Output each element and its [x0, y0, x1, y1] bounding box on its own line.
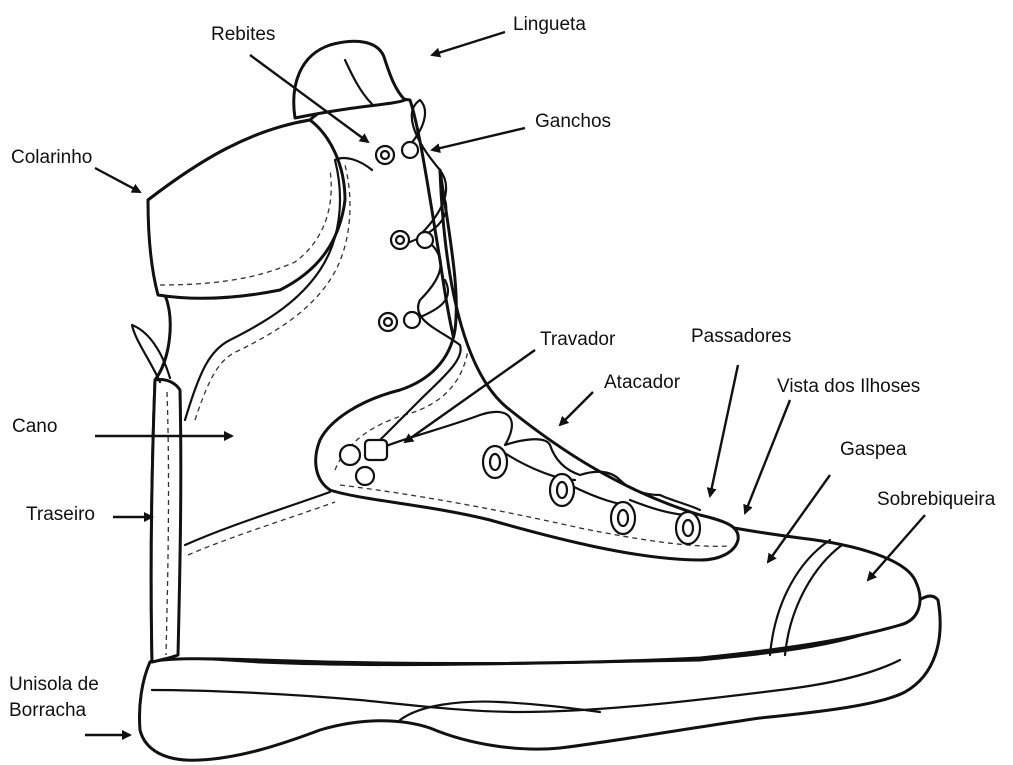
- hook-3b: [404, 312, 420, 328]
- label-ganchos: Ganchos: [535, 111, 611, 132]
- eyelet-4: [676, 512, 700, 544]
- eyelet-1: [483, 446, 507, 478]
- eyelet-2: [550, 474, 574, 506]
- label-sobrebiqueira: Sobrebiqueira: [877, 489, 996, 510]
- hook-2-rivet: [396, 236, 404, 244]
- arrow-lingueta: [432, 32, 505, 55]
- lock-hook: [340, 445, 360, 465]
- label-unisola-line2: Borracha: [9, 700, 87, 721]
- label-traseiro: Traseiro: [26, 504, 95, 525]
- hook-2b: [417, 232, 433, 248]
- arrow-vista: [745, 400, 790, 513]
- label-colarinho: Colarinho: [11, 147, 92, 168]
- hook-1b: [402, 142, 418, 158]
- label-lingueta: Lingueta: [513, 14, 586, 35]
- arrow-colarinho: [95, 168, 140, 192]
- heel-counter: [151, 379, 181, 662]
- arrow-passadores: [710, 365, 738, 496]
- label-vista-dos-ilhoses: Vista dos Ilhoses: [777, 376, 920, 397]
- label-passadores: Passadores: [691, 326, 791, 347]
- label-gaspea: Gaspea: [840, 439, 907, 460]
- arrow-ganchos: [432, 128, 525, 150]
- label-unisola-line1: Unisola de: [9, 674, 99, 695]
- lock-hook-2: [356, 467, 374, 485]
- label-travador: Travador: [540, 329, 616, 350]
- hook-3-rivet: [384, 318, 392, 326]
- label-atacador: Atacador: [604, 372, 681, 393]
- hook-1-rivet: [381, 151, 389, 159]
- lock-clip: [365, 440, 387, 460]
- eyelet-3: [611, 502, 635, 534]
- label-cano: Cano: [12, 416, 57, 437]
- arrow-atacador: [560, 392, 593, 425]
- label-rebites: Rebites: [211, 24, 275, 45]
- boot-outline: [132, 41, 940, 760]
